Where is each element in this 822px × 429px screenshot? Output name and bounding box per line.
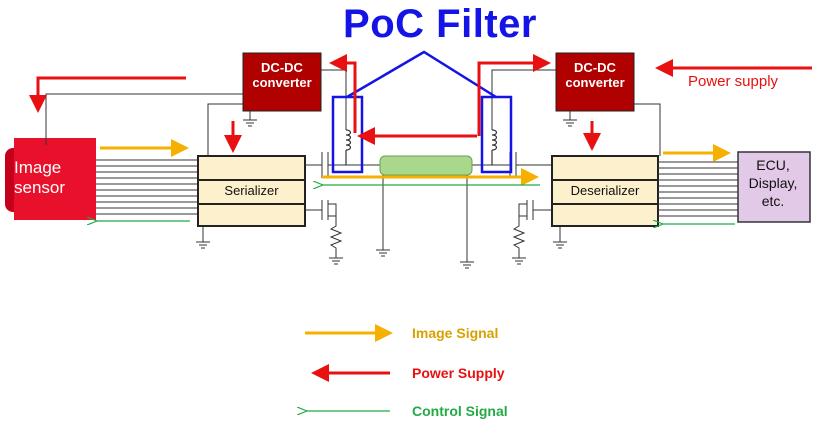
transistor-icon (518, 200, 552, 220)
ecu-block (737, 151, 811, 223)
legend-image-signal: Image Signal (412, 325, 499, 341)
dcdc-converter-right (555, 52, 635, 112)
legend-control-signal: Control Signal (412, 403, 508, 419)
ecu-label: ECU, Display, etc. (748, 157, 798, 209)
resistor-icon (512, 220, 526, 265)
ground-icon (553, 226, 567, 249)
ground-icon (196, 226, 210, 249)
transistor-icon (305, 200, 337, 220)
control-signal-arrows (96, 185, 735, 224)
deserializer-label: Deserializer (570, 183, 640, 198)
ground-icon (376, 175, 390, 257)
dcdc-right-label: DC-DC converter (565, 60, 625, 90)
poc-filter-box-right (480, 95, 513, 174)
deserializer-block (551, 155, 659, 227)
image-signal-arrows (100, 139, 731, 186)
ground-icon (460, 175, 474, 269)
serializer-block (197, 155, 306, 227)
inductor-icon (345, 129, 352, 165)
sensor-serializer-bus (96, 159, 198, 215)
legend-power-supply: Power Supply (412, 365, 505, 381)
poc-filter-title: PoC Filter (343, 2, 537, 46)
dcdc-left-label: DC-DC converter (252, 60, 312, 90)
poc-filter-pointer (346, 50, 497, 99)
coax-cable (379, 155, 473, 176)
inductor-icon (491, 129, 498, 165)
power-supply-arrows (29, 54, 812, 153)
image-sensor-block (5, 138, 96, 220)
deserializer-ecu-bus (658, 161, 738, 217)
dcdc-converter-left (242, 52, 322, 112)
image-sensor-label: Image sensor (14, 158, 66, 197)
ground-icon (563, 119, 577, 127)
resistor-icon (329, 220, 343, 265)
serializer-label: Serializer (224, 183, 279, 198)
power-supply-label: Power supply (688, 73, 779, 90)
ground-icon (243, 119, 257, 127)
